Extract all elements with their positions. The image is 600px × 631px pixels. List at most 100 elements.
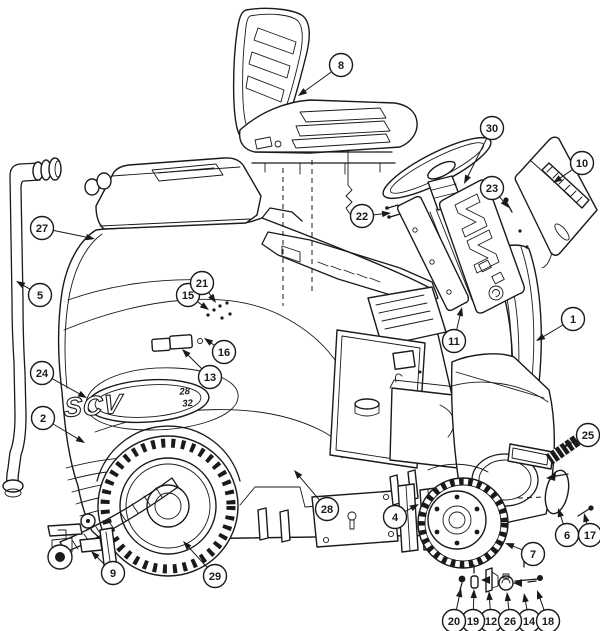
alignment-lines	[282, 160, 547, 499]
callout-balloon	[211, 339, 237, 365]
callout-6: 6	[554, 508, 580, 548]
callout-2: 2	[30, 405, 85, 443]
callouts-layer: 1245678910111213141516171819202122232425…	[16, 52, 600, 631]
leader-arrowhead	[557, 508, 564, 518]
callout-number: 29	[209, 571, 221, 583]
drain-hose	[2, 157, 62, 498]
leader-arrowhead	[553, 175, 563, 183]
access-panel	[514, 136, 598, 269]
callout-number: 13	[204, 372, 216, 384]
callout-balloon	[27, 282, 53, 308]
callout-30: 30	[464, 115, 505, 184]
leader-arrowhead	[536, 590, 544, 600]
scv-logo: SCV 28 32	[63, 378, 210, 423]
callout-number: 20	[448, 616, 460, 628]
callout-20: 20	[441, 588, 467, 631]
leader-line	[52, 423, 81, 441]
callout-balloon	[349, 203, 375, 229]
leader-arrowhead	[500, 199, 509, 208]
leader-arrowhead	[16, 281, 26, 289]
callout-21: 21	[189, 270, 216, 303]
callout-number: 24	[36, 368, 49, 380]
callout-9: 9	[91, 551, 126, 586]
callout-22: 22	[349, 203, 391, 229]
callout-4: 4	[382, 504, 419, 530]
callout-1: 1	[536, 306, 586, 341]
trim-strip	[396, 195, 470, 312]
callout-number: 10	[576, 158, 588, 170]
callout-number: 14	[523, 616, 536, 628]
callout-26: 26	[497, 592, 523, 631]
logo-brand: SCV	[63, 388, 123, 423]
callout-number: 30	[486, 123, 498, 135]
callout-balloon	[479, 175, 505, 201]
callout-number: 27	[36, 223, 48, 235]
callout-7: 7	[505, 541, 546, 567]
callout-balloon	[441, 608, 467, 631]
callout-balloon	[577, 522, 600, 548]
leader-arrowhead	[199, 302, 209, 310]
logo-size-bottom: 32	[182, 398, 194, 410]
callout-number: 15	[182, 290, 194, 302]
leader-line	[186, 545, 208, 568]
callout-balloon	[197, 364, 223, 390]
callout-balloon	[202, 563, 228, 589]
callout-number: 1	[570, 314, 576, 326]
callout-balloon	[535, 608, 561, 631]
leader-arrowhead	[381, 210, 391, 218]
leader-arrowhead	[464, 174, 471, 184]
callout-27: 27	[29, 215, 95, 241]
callout-balloon	[189, 270, 215, 296]
callout-number: 2	[40, 413, 46, 425]
callout-number: 5	[37, 290, 43, 302]
leader-arrowhead	[75, 435, 85, 443]
leader-line	[297, 474, 320, 501]
callout-balloon	[497, 608, 523, 631]
leader-arrowhead	[486, 591, 493, 601]
leader-arrowhead	[208, 293, 216, 303]
callout-balloon	[328, 52, 354, 78]
callout-balloon	[100, 560, 126, 586]
callout-number: 21	[196, 278, 208, 290]
leader-line	[302, 71, 332, 93]
callout-number: 8	[338, 60, 344, 72]
leader-arrowhead	[470, 589, 477, 599]
callout-19: 19	[460, 589, 486, 631]
leader-arrowhead	[522, 593, 529, 603]
leader-line	[185, 352, 203, 370]
callout-number: 19	[467, 616, 479, 628]
callout-29: 29	[183, 541, 228, 589]
rear-wheel	[397, 463, 509, 569]
leader-arrowhead	[456, 588, 463, 598]
leader-line	[540, 324, 564, 339]
callout-balloon	[30, 405, 56, 431]
callout-balloon	[314, 496, 340, 522]
callout-balloon	[29, 215, 55, 241]
leader-arrowhead	[298, 88, 308, 96]
callout-number: 9	[110, 568, 116, 580]
callout-number: 16	[218, 347, 230, 359]
callout-number: 25	[582, 430, 594, 442]
small-hardware	[385, 197, 594, 593]
leader-arrowhead	[583, 513, 590, 523]
leader-arrowhead	[536, 333, 546, 341]
callout-14: 14	[516, 593, 542, 631]
callout-number: 22	[356, 211, 368, 223]
leader-arrowhead	[456, 307, 464, 317]
callout-number: 17	[584, 530, 596, 542]
callout-number: 18	[542, 616, 554, 628]
leader-arrowhead	[85, 234, 95, 241]
leader-arrowhead	[505, 543, 515, 550]
callout-balloon	[382, 504, 408, 530]
front-wheel	[97, 435, 239, 577]
callout-number: 11	[448, 336, 460, 348]
leader-arrowhead	[182, 349, 191, 358]
callout-balloon	[560, 306, 586, 332]
leader-arrowhead	[563, 440, 573, 447]
callout-number: 7	[530, 549, 536, 561]
callout-number: 26	[504, 616, 516, 628]
callout-23: 23	[479, 175, 509, 208]
callout-18: 18	[535, 590, 561, 631]
